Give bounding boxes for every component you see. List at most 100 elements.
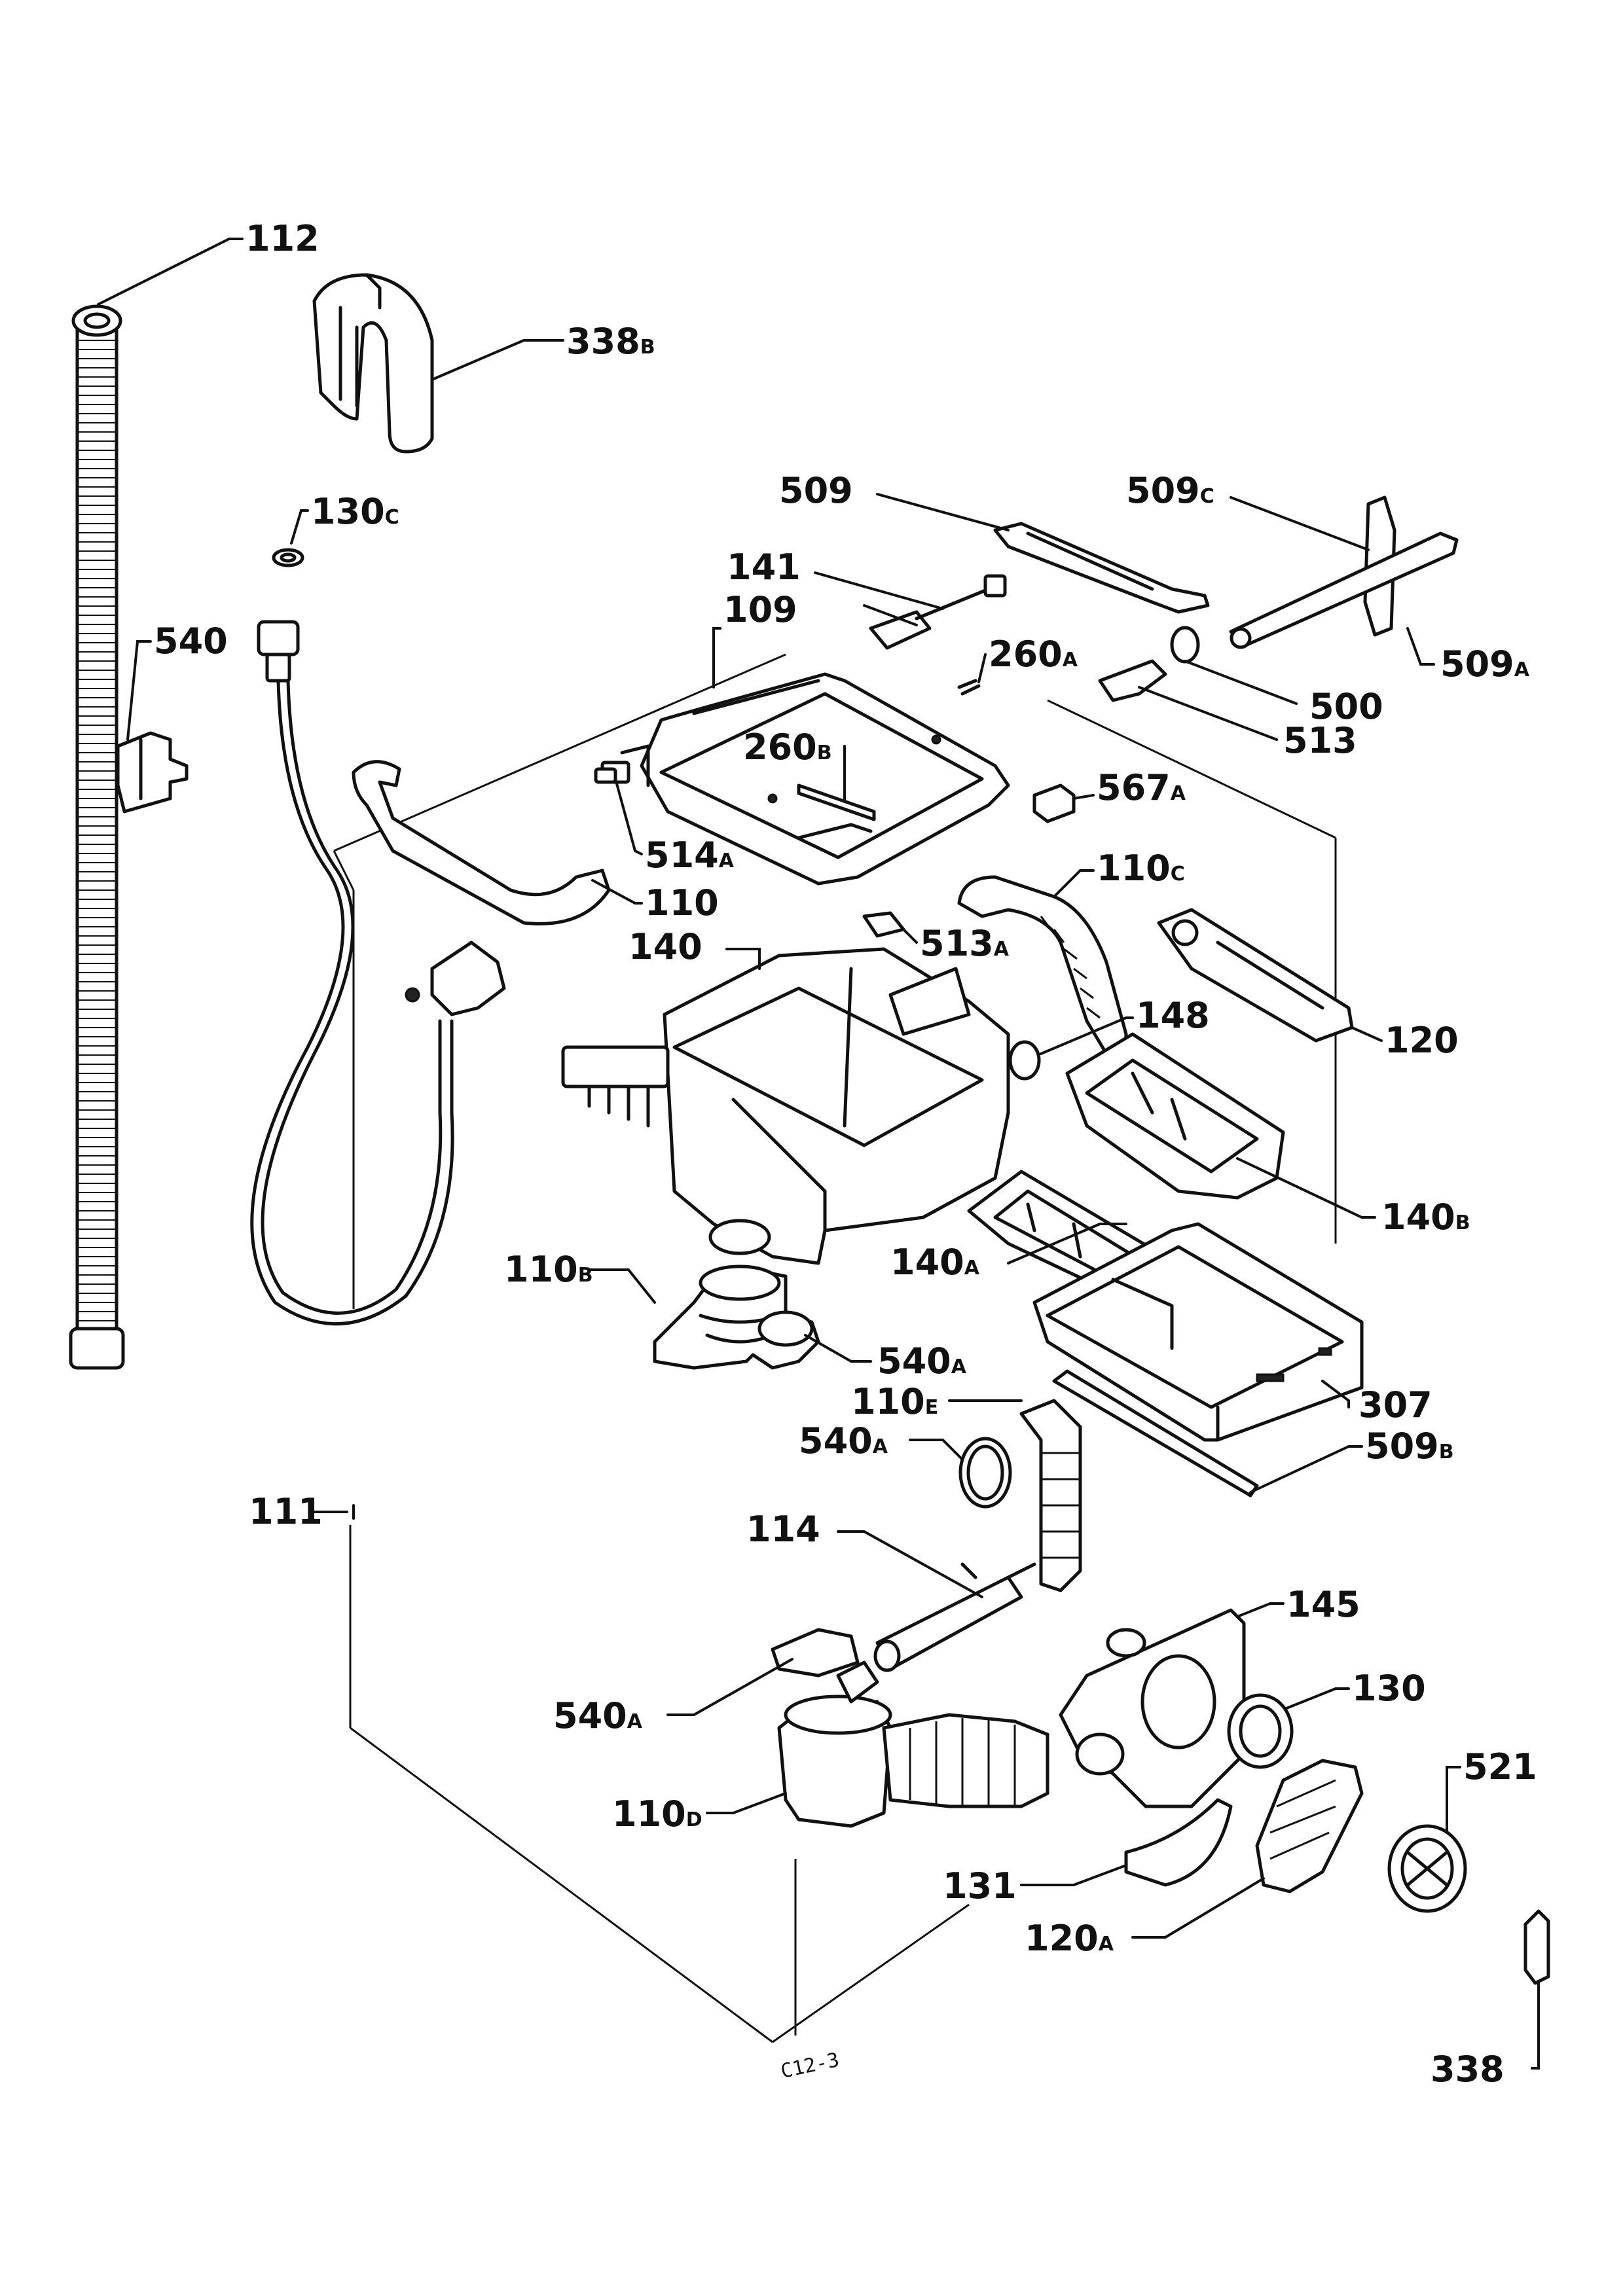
label-513a: 513A [920, 923, 1010, 964]
svg-text:140: 140 [629, 926, 702, 967]
rod-509b [1052, 1369, 1259, 1498]
dispenser-housing-140 [561, 947, 1010, 1265]
svg-text:514A: 514A [645, 834, 735, 876]
svg-text:140B: 140B [1381, 1196, 1470, 1238]
ring-540a-low [771, 1628, 860, 1677]
svg-text:111: 111 [249, 1491, 323, 1532]
svg-text:509A: 509A [1440, 643, 1530, 685]
label-521: 521 [1463, 1746, 1537, 1787]
svg-text:131: 131 [943, 1865, 1017, 1907]
label-509c: 509C [1126, 470, 1214, 511]
svg-text:540A: 540A [799, 1420, 888, 1462]
label-140a: 140A [890, 1242, 980, 1283]
hose-110c [957, 875, 1128, 1056]
cap-521 [1387, 1824, 1467, 1913]
svg-text:110B: 110B [504, 1249, 593, 1290]
lever-509 [993, 522, 1210, 614]
label-540: 540 [154, 620, 228, 662]
cabinet-outline [333, 653, 1337, 2043]
svg-text:260A: 260A [989, 634, 1078, 675]
svg-text:110D: 110D [612, 1793, 702, 1835]
label-112: 112 [246, 218, 319, 259]
label-111: 111 [249, 1491, 323, 1532]
label-540a-1: 540A [877, 1340, 967, 1382]
svg-text:120: 120 [1385, 1020, 1459, 1061]
label-500: 500 [1309, 686, 1383, 727]
svg-text:130: 130 [1352, 1668, 1426, 1709]
drain-hose-112 [69, 304, 125, 1370]
svg-text:521: 521 [1463, 1746, 1537, 1787]
label-110c: 110C [1097, 848, 1185, 889]
svg-text:112: 112 [246, 218, 319, 259]
svg-text:140A: 140A [890, 1242, 980, 1283]
label-513: 513 [1283, 720, 1357, 761]
plate-109 [600, 672, 1010, 886]
seal-131 [1124, 1798, 1233, 1887]
pin-260a [957, 679, 981, 696]
svg-text:509B: 509B [1365, 1426, 1454, 1467]
clip-513a [862, 911, 905, 938]
svg-text:110C: 110C [1097, 848, 1185, 889]
svg-text:509C: 509C [1126, 470, 1214, 511]
tray-140b [1065, 1032, 1285, 1200]
pump-housing-145 [1059, 1608, 1246, 1808]
svg-text:120A: 120A [1025, 1918, 1114, 1959]
part-513 [1098, 659, 1167, 702]
svg-text:307: 307 [1359, 1384, 1432, 1426]
bellows-110d [777, 1660, 1049, 1828]
svg-text:338: 338 [1431, 2049, 1504, 2090]
screw-514a [594, 767, 617, 784]
hose-110 [352, 760, 611, 925]
seal-130 [1227, 1693, 1294, 1769]
part-500 [1170, 626, 1200, 664]
svg-text:540: 540 [154, 620, 228, 662]
label-114: 114 [746, 1509, 820, 1550]
label-145: 145 [1286, 1584, 1360, 1625]
svg-text:540A: 540A [877, 1340, 967, 1382]
label-307: 307 [1359, 1384, 1432, 1426]
svg-text:130C: 130C [311, 491, 399, 532]
svg-text:109: 109 [723, 589, 797, 630]
label-540a-2: 540A [799, 1420, 888, 1462]
hose-110e [1019, 1399, 1082, 1592]
clip-338 [1523, 1909, 1550, 1985]
svg-text:567A: 567A [1097, 767, 1186, 808]
tube-114 [873, 1562, 1036, 1672]
pin-260b [797, 783, 876, 821]
label-110b: 110B [504, 1249, 593, 1290]
label-148: 148 [1136, 995, 1210, 1036]
leader-lines [97, 238, 1540, 2070]
label-120a: 120A [1025, 1918, 1114, 1959]
label-514a: 514A [645, 834, 735, 876]
drawer-307 [1032, 1222, 1364, 1442]
label-567a: 567A [1097, 767, 1186, 808]
valve-141 [869, 574, 1007, 650]
svg-text:110E: 110E [851, 1381, 938, 1422]
footer-code: C12-3 [778, 2049, 841, 2083]
label-109: 109 [723, 589, 797, 630]
label-110e: 110E [851, 1381, 938, 1422]
labels: 112 338B 130C 540 509 509C 141 109 260A … [154, 218, 1537, 2090]
clip-540 [116, 731, 189, 814]
label-130c: 130C [311, 491, 399, 532]
rod-509a [1229, 531, 1459, 649]
cap-148 [1008, 1040, 1041, 1081]
label-509b: 509B [1365, 1426, 1454, 1467]
label-540a-3: 540A [553, 1695, 643, 1736]
ring-540a-mid [958, 1437, 1012, 1509]
svg-text:338B: 338B [566, 321, 655, 362]
washer-130c [272, 548, 304, 567]
label-140b: 140B [1381, 1196, 1470, 1238]
label-509a: 509A [1440, 643, 1530, 685]
svg-text:513: 513 [1283, 720, 1357, 761]
svg-text:141: 141 [727, 547, 801, 588]
svg-text:145: 145 [1286, 1584, 1360, 1625]
label-338: 338 [1431, 2049, 1504, 2090]
svg-text:540A: 540A [553, 1695, 643, 1736]
label-120: 120 [1385, 1020, 1459, 1061]
label-110d: 110D [612, 1793, 702, 1835]
label-260b: 260B [743, 726, 832, 768]
svg-text:148: 148 [1136, 995, 1210, 1036]
label-110: 110 [645, 882, 719, 924]
